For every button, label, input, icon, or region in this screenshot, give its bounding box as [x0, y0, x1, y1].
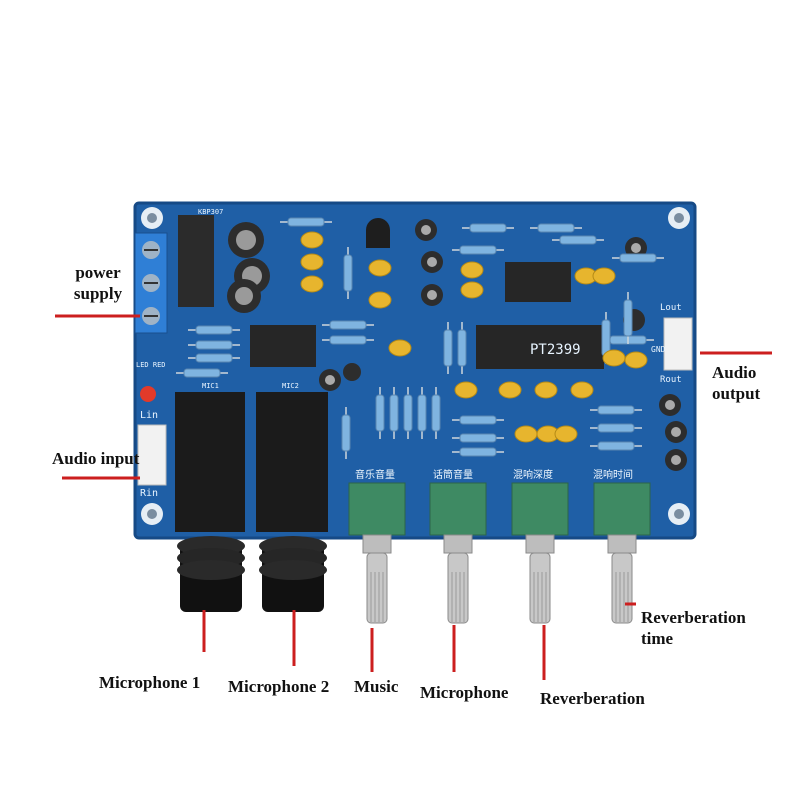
- potentiometer-reverberation: [511, 482, 569, 624]
- resistor-icon: [183, 368, 221, 378]
- ceramic-capacitor-icon: [368, 259, 392, 277]
- led-icon: [140, 386, 156, 402]
- audio-input-connector: [137, 424, 167, 486]
- ceramic-capacitor-icon: [554, 425, 578, 443]
- resistor-icon: [341, 414, 351, 452]
- ceramic-capacitor-icon: [602, 349, 626, 367]
- pot-1-silkscreen: 音乐音量: [355, 468, 395, 481]
- resistor-icon: [417, 394, 427, 432]
- transistor-icon: [366, 218, 390, 248]
- ceramic-capacitor-icon: [460, 281, 484, 299]
- power-terminal-block: [134, 232, 168, 334]
- rectifier-label: KBP307: [198, 208, 223, 216]
- pot-3-silkscreen: 混响深度: [513, 468, 553, 481]
- resistor-icon: [195, 353, 233, 363]
- label-microphone-2: Microphone 2: [228, 677, 330, 696]
- resistor-icon: [619, 253, 657, 263]
- pot-4-silkscreen: 混响时间: [593, 468, 633, 481]
- label-reverberation-time: Reverberation time: [641, 608, 746, 649]
- label-power-supply: power supply: [73, 263, 123, 304]
- gnd-label: GND: [651, 345, 666, 354]
- leader-lines: [55, 314, 772, 680]
- resistor-icon: [597, 423, 635, 433]
- rout-label: Rout: [660, 375, 682, 385]
- resistor-icon: [623, 299, 633, 337]
- ceramic-capacitor-array: [300, 231, 648, 443]
- ceramic-capacitor-icon: [300, 253, 324, 271]
- ceramic-capacitor-icon: [570, 381, 594, 399]
- label-microphone: Microphone: [420, 683, 509, 702]
- ceramic-capacitor-icon: [624, 351, 648, 369]
- ceramic-capacitor-icon: [514, 425, 538, 443]
- resistor-icon: [431, 394, 441, 432]
- chip-label: PT2399: [530, 342, 581, 358]
- ceramic-capacitor-icon: [534, 381, 558, 399]
- resistor-icon: [469, 223, 507, 233]
- resistor-icon: [329, 320, 367, 330]
- resistor-icon: [459, 245, 497, 255]
- electrolytic-capacitor-icon: [227, 219, 687, 471]
- resistor-icon: [375, 394, 385, 432]
- ceramic-capacitor-icon: [498, 381, 522, 399]
- lin-label: Lin: [140, 410, 158, 421]
- mounting-hole-icon: [141, 207, 690, 525]
- resistor-icon: [329, 335, 367, 345]
- resistor-array: [176, 217, 664, 459]
- label-audio-output: Audio output: [712, 363, 761, 404]
- lout-label: Lout: [660, 303, 682, 313]
- microphone-jack-2: [256, 392, 328, 612]
- resistor-icon: [559, 235, 597, 245]
- pot-2-silkscreen: 话筒音量: [433, 468, 473, 481]
- label-audio-input: Audio input: [52, 449, 140, 468]
- resistor-icon: [459, 415, 497, 425]
- resistor-icon: [459, 433, 497, 443]
- resistor-icon: [597, 405, 635, 415]
- ceramic-capacitor-icon: [300, 231, 324, 249]
- ceramic-capacitor-icon: [368, 291, 392, 309]
- potentiometer-microphone: [429, 482, 487, 624]
- led-label: LED RED: [136, 361, 166, 369]
- resistor-icon: [343, 254, 353, 292]
- resistor-icon: [195, 340, 233, 350]
- resistor-icon: [597, 441, 635, 451]
- resistor-icon: [537, 223, 575, 233]
- bridge-rectifier: [178, 215, 214, 307]
- label-music: Music: [354, 677, 399, 696]
- potentiometer-music: [348, 482, 406, 624]
- resistor-icon: [459, 447, 497, 457]
- resistor-icon: [457, 329, 467, 367]
- label-reverberation: Reverberation: [540, 689, 645, 708]
- resistor-icon: [389, 394, 399, 432]
- label-microphone-1: Microphone 1: [99, 673, 201, 692]
- ceramic-capacitor-icon: [460, 261, 484, 279]
- resistor-icon: [443, 329, 453, 367]
- ceramic-capacitor-icon: [592, 267, 616, 285]
- potentiometer-reverberation-time: [593, 482, 651, 624]
- resistor-icon: [287, 217, 325, 227]
- ic-chip-icon: PT2399: [250, 262, 604, 369]
- ceramic-capacitor-icon: [388, 339, 412, 357]
- resistor-icon: [403, 394, 413, 432]
- ceramic-capacitor-icon: [454, 381, 478, 399]
- ceramic-capacitor-icon: [300, 275, 324, 293]
- mic2-label: MIC2: [282, 382, 299, 390]
- resistor-icon: [195, 325, 233, 335]
- mic1-label: MIC1: [202, 382, 219, 390]
- microphone-jack-1: [175, 392, 245, 612]
- rin-label: Rin: [140, 488, 158, 499]
- audio-output-connector: [663, 317, 693, 371]
